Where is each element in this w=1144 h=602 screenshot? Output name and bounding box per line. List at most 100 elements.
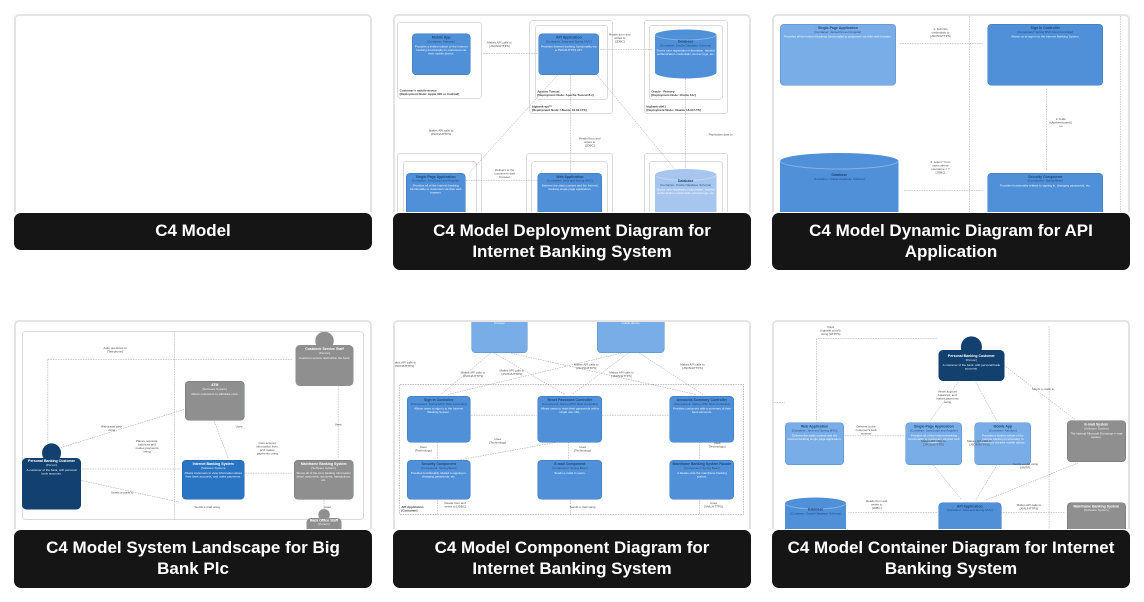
node-text: E-mail Component[Component: Spring Bean]…: [538, 461, 601, 499]
gallery-card-deployment-diagram[interactable]: Customer's mobile device [Deployment Nod…: [393, 14, 751, 271]
node-text: Single-Page Application[Container: JavaS…: [472, 322, 527, 353]
node-description: Stores user registration information, ha…: [656, 188, 715, 196]
node-title: E-mail System: [1084, 423, 1109, 428]
diagram-thumbnail: Personal Banking Customer[Person]A custo…: [772, 320, 1130, 530]
cylinder-body: [654, 34, 717, 79]
node-text: Mainframe Banking System[Software System…: [1067, 503, 1125, 529]
node-subtitle: [Container: Oracle Database Schema]: [660, 44, 711, 48]
diagram-node-box: Sign In Controller[Component: Spring MVC…: [407, 396, 471, 443]
edge-label: Makes API calls to [JSON/HTTPS]: [921, 440, 946, 447]
person-body: [295, 345, 354, 387]
person-body: [22, 458, 82, 510]
node-text: Customer Service Staff[Person]Customer s…: [296, 341, 354, 387]
node-title: Security Component: [1028, 175, 1063, 179]
diagram-edges: [395, 322, 749, 529]
node-description: A customer of the bank, with personal ba…: [26, 469, 77, 476]
node-title: Database: [677, 179, 694, 183]
edge-label: Reads from and writes to [JDBC]: [609, 33, 631, 44]
node-title: Sign In Controller: [1030, 26, 1061, 30]
cylinder-top: [784, 498, 847, 510]
node-text: Security Component[Component: Spring Bea…: [988, 173, 1103, 212]
node-text: Mobile App[Container: Xamarin]Provides a…: [975, 424, 1030, 465]
edge-label: Views account balances, and makes paymen…: [936, 390, 959, 405]
diagram-node-box: API Application[Container: Java and Spri…: [938, 502, 1002, 530]
diagram-node-box: Accounts Summary Controller[Component: S…: [669, 396, 735, 443]
edge-label: Makes API calls to [JSON/HTTPS]: [499, 370, 525, 377]
node-text: Mainframe Banking System Facade[Componen…: [670, 461, 733, 499]
node-subtitle: [Container: Xamarin]: [989, 429, 1017, 433]
diagram-boundary: bigbank-db01 [Deployment Node: Ubuntu 16…: [643, 19, 729, 114]
node-subtitle: [Container: Java and Spring MVC]: [546, 40, 592, 44]
edge-label: Uses [XML/HTTPS]: [704, 502, 723, 510]
gallery-card-system-landscape[interactable]: Customer Service Staff[Person]Customer s…: [14, 320, 372, 588]
node-subtitle: [Container: Oracle Database Schema]: [790, 512, 841, 516]
node-subtitle: [Component: Spring MVC Rest Controller]: [673, 403, 730, 407]
node-subtitle: [Container: Java and Spring MVC]: [791, 429, 838, 433]
node-subtitle: [Container: Java and Spring MVC]: [547, 179, 593, 183]
diagram-thumbnail: Customer Service Staff[Person]Customer s…: [14, 320, 372, 530]
diagram-node-box: Security Component[Component: Spring Bea…: [987, 172, 1104, 212]
node-title: Single-Page Application: [913, 425, 954, 430]
node-title: Database: [677, 40, 694, 44]
node-description: Allows users to reset their passwords wi…: [540, 408, 599, 415]
person-body: [306, 518, 342, 530]
diagram-boundary: Oracle - Primary [Deployment Node: Oracl…: [648, 24, 724, 100]
edge-label: Makes API calls to [JSON/HTTPS]: [609, 372, 634, 379]
edge-label: Makes API calls to [JSON/HTTPS]: [573, 363, 599, 371]
boundary-label: Customer's mobile device [Deployment Nod…: [399, 89, 460, 97]
node-title: Reset Password Controller: [547, 398, 593, 403]
node-text: Personal Banking Customer[Person]A custo…: [22, 453, 81, 510]
cylinder-top: [780, 153, 899, 170]
gallery-card-component-diagram[interactable]: API Application [Container]Single-Page A…: [393, 320, 751, 588]
node-text: Reset Password Controller[Component: Spr…: [538, 397, 601, 442]
node-description: Delivers the static content and the Inte…: [541, 184, 598, 192]
diagram-node-box: Mainframe Banking System Facade[Componen…: [669, 460, 735, 500]
node-title: Personal Banking Customer: [947, 355, 995, 359]
node-title: Sign In Controller: [424, 398, 454, 403]
node-title: Accounts Summary Controller: [676, 398, 728, 403]
node-title: Mainframe Banking System: [300, 463, 347, 467]
node-text: Personal Banking Customer[Person]A custo…: [938, 347, 1004, 382]
gallery-card-container-diagram[interactable]: Personal Banking Customer[Person]A custo…: [772, 320, 1130, 588]
node-description: A facade onto the mainframe banking syst…: [677, 472, 727, 479]
diagram-boundary: [525, 153, 614, 212]
node-description: Provides all of the Internet banking fun…: [908, 434, 960, 445]
diagram-thumbnail: API Application [Container]Single-Page A…: [393, 320, 751, 530]
node-text: Sign In Controller[Component: Spring MVC…: [988, 24, 1103, 85]
node-description: Provides a limited subset of the Interne…: [414, 45, 468, 56]
diagram-node-box: Web Application[Container: Java and Spri…: [784, 423, 845, 466]
diagram-node-person: Personal Banking Customer[Person]A custo…: [22, 443, 82, 510]
node-description: Stores all of the core banking informati…: [296, 472, 351, 483]
edge-label: Reads from and writes to [JDBC]: [865, 500, 888, 511]
edge-label: Makes API calls to [JSON/HTTPS]: [460, 372, 486, 379]
diagram-boundary: [531, 161, 608, 212]
edge-label: Replicates data to: [708, 133, 733, 137]
node-subtitle: [Container: JavaScript and Angular]: [412, 179, 460, 183]
diagram-node-box: E-mail Component[Component: Spring Bean]…: [537, 460, 603, 500]
gallery-card-c4-model[interactable]: C4 Model: [14, 14, 372, 250]
edge-label: Makes API calls to [XML/HTTPS]: [1016, 504, 1042, 512]
diagram-edges: [395, 16, 749, 212]
node-title: Personal Banking Customer: [28, 459, 76, 464]
node-text: Single-Page Application[Container: JavaS…: [406, 173, 464, 212]
diagram-canvas: Customer's mobile device [Deployment Nod…: [395, 16, 749, 212]
node-subtitle: [Component: Spring Bean]: [1027, 179, 1064, 183]
diagram-canvas: Single-Page Application[Container: Javas…: [774, 16, 1128, 212]
edge-label: Uses [Technology]: [708, 442, 726, 450]
node-subtitle: [Container: Oracle Database Schema]: [660, 183, 711, 187]
node-description: Allows users to sign in to the Internet …: [414, 408, 464, 415]
node-subtitle: [Container: Java and Spring MVC]: [946, 509, 993, 513]
edge-label: Withdraws cash using: [100, 425, 123, 433]
node-text: Mainframe Banking System[Software System…: [294, 461, 352, 499]
node-text: Internet Banking System[Software System]…: [183, 461, 244, 499]
boundary-label: Oracle - Primary [Deployment Node: Oracl…: [651, 90, 696, 98]
node-text: Database[Container: Oracle Database Sche…: [655, 30, 717, 79]
node-text: Database[Container: Oracle Database Sche…: [785, 498, 846, 529]
node-description: Provides customers with a summary of the…: [672, 408, 732, 415]
edge-label: Places requests, balances and makes paym…: [135, 440, 159, 455]
edge-label: 3: select * from users where username = …: [930, 161, 951, 175]
edge-label: Makes API calls to [JSON/HTTPS]: [967, 440, 992, 447]
gallery-card-dynamic-diagram[interactable]: Single-Page Application[Container: Javas…: [772, 14, 1130, 271]
diagram-node-box: E-mail System[Software System]The intern…: [1066, 421, 1126, 463]
